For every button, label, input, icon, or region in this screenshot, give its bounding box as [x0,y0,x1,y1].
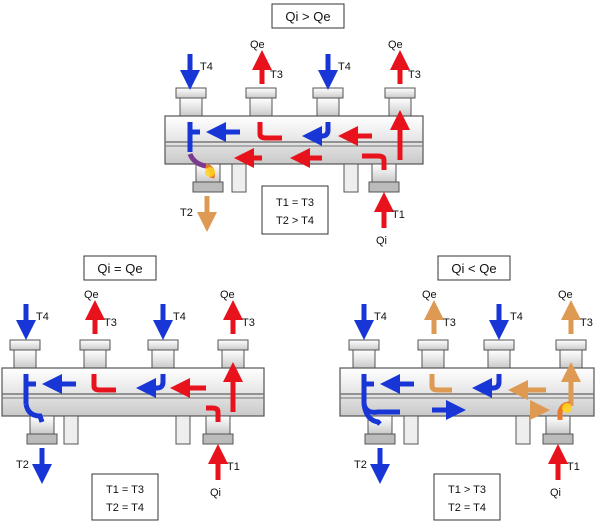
svg-text:Qe: Qe [422,289,437,301]
panel3-bottom-connectors [364,415,574,445]
svg-text:Qi: Qi [376,235,387,247]
svg-text:Qe: Qe [84,289,99,301]
svg-text:T2: T2 [180,207,193,219]
svg-text:T3: T3 [270,69,283,81]
panel2-eq1: T1 = T3 [106,484,144,496]
panel2-manifold [1,367,265,417]
svg-text:T3: T3 [104,317,117,329]
svg-text:T2: T2 [354,459,367,471]
panel2-title-box [83,255,157,281]
panel3-eq1: T1 > T3 [448,484,486,496]
panel3-labels: T4 T3 T4 T3 Qe Qe T2 T1 Qi [354,289,593,499]
panel1-title: Qi > Qe [285,9,330,24]
svg-text:T1: T1 [567,461,580,473]
svg-text:Qe: Qe [388,39,403,51]
panel-qi-greater-qe: Qi > Qe [164,3,424,247]
svg-text:Qi: Qi [210,487,221,499]
panel1-labels: T4 T3 T4 T3 Qe Qe T2 T1 Qi [180,39,421,247]
svg-text:T4: T4 [374,311,387,323]
panel1-title-box [271,3,345,29]
svg-text:Qi: Qi [550,487,561,499]
panel3-top-connectors [348,339,587,369]
panel2-top-connectors [9,339,249,369]
panel2-title: Qi = Qe [97,261,142,276]
svg-text:T4: T4 [36,311,49,323]
panel3-title-box [437,255,511,281]
svg-text:T3: T3 [242,317,255,329]
panel1-eq1: T1 = T3 [276,197,314,209]
panel3-manifold [339,367,595,417]
svg-text:Qe: Qe [558,289,573,301]
svg-text:Qe: Qe [250,39,265,51]
svg-text:T3: T3 [443,317,456,329]
panel1-equation-box [261,185,329,235]
svg-text:T2: T2 [16,459,29,471]
svg-text:T4: T4 [200,61,213,73]
svg-text:T3: T3 [408,69,421,81]
panel2-eq2: T2 = T4 [106,502,144,514]
svg-text:T1: T1 [392,209,405,221]
panel-qi-less-qe: Qi < Qe [339,255,595,521]
panel1-bottom-connectors [192,163,400,193]
svg-text:T4: T4 [173,311,186,323]
panel2-labels: T4 T3 T4 T3 Qe Qe T2 T1 Qi [16,289,255,499]
svg-text:T3: T3 [580,317,593,329]
panel2-equation-box [91,473,159,521]
panel3-title: Qi < Qe [451,261,496,276]
panel1-eq2: T2 > T4 [276,215,314,227]
panel2-internal-flows [23,362,243,423]
svg-text:T1: T1 [227,461,240,473]
panel2-bottom-connectors [26,415,234,445]
svg-text:Qe: Qe [220,289,235,301]
svg-text:T4: T4 [338,61,351,73]
svg-text:T4: T4 [510,311,523,323]
panel-qi-equal-qe: Qi = Qe [1,255,265,521]
panel3-eq2: T2 = T4 [448,502,486,514]
panel3-equation-box [433,473,501,521]
panel1-top-connectors [175,87,416,117]
